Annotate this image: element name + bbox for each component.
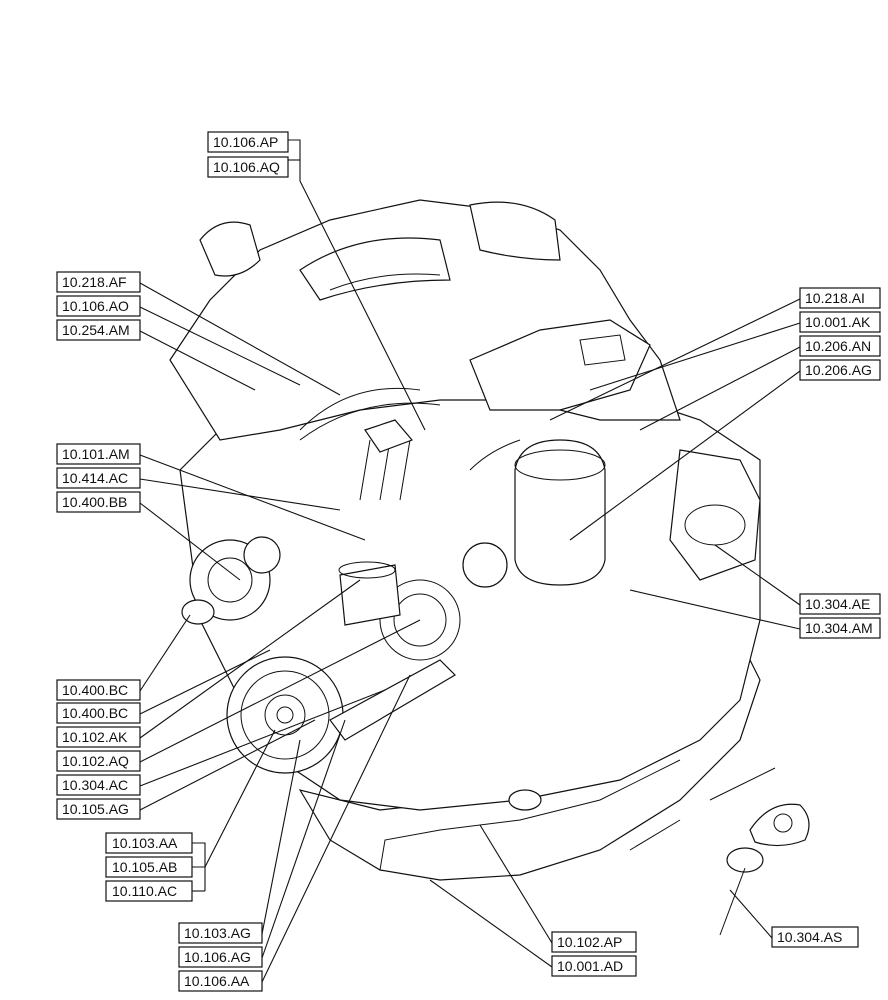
callout-text: 10.106.AQ bbox=[213, 159, 280, 175]
callout-10-206-an[interactable]: 10.206.AN bbox=[799, 335, 881, 357]
callout-10-001-ad[interactable]: 10.001.AD bbox=[551, 955, 637, 977]
callout-10-304-am[interactable]: 10.304.AM bbox=[799, 617, 881, 639]
callout-text: 10.400.BC bbox=[62, 682, 128, 698]
callout-text: 10.218.AF bbox=[62, 274, 127, 290]
callout-10-103-aa[interactable]: 10.103.AA bbox=[105, 832, 193, 854]
callout-text: 10.414.AC bbox=[62, 470, 128, 486]
callout-10-254-am[interactable]: 10.254.AM bbox=[56, 319, 141, 341]
callout-text: 10.103.AA bbox=[112, 835, 178, 851]
callout-10-106-aq[interactable]: 10.106.AQ bbox=[207, 156, 289, 178]
callout-10-400-bc-1[interactable]: 10.400.BC bbox=[56, 679, 141, 701]
callout-labels: 10.106.AP 10.106.AQ 10.218.AF 10.106.AO … bbox=[56, 131, 881, 992]
callout-10-105-ag[interactable]: 10.105.AG bbox=[56, 798, 141, 820]
callout-10-102-ap[interactable]: 10.102.AP bbox=[551, 931, 637, 953]
callout-10-101-am[interactable]: 10.101.AM bbox=[56, 443, 141, 465]
callout-text: 10.105.AG bbox=[62, 801, 129, 817]
callout-text: 10.105.AB bbox=[112, 859, 177, 875]
callout-10-102-ak[interactable]: 10.102.AK bbox=[56, 726, 141, 748]
callout-text: 10.102.AQ bbox=[62, 753, 129, 769]
callout-text: 10.101.AM bbox=[62, 446, 130, 462]
callout-10-103-ag[interactable]: 10.103.AG bbox=[178, 922, 263, 944]
callout-text: 10.304.AM bbox=[805, 620, 873, 636]
callout-10-304-as[interactable]: 10.304.AS bbox=[771, 926, 859, 948]
callout-text: 10.102.AP bbox=[557, 934, 622, 950]
leader-lines bbox=[139, 139, 801, 983]
callout-text: 10.400.BB bbox=[62, 494, 127, 510]
callout-text: 10.106.AP bbox=[213, 134, 278, 150]
callout-10-106-ag[interactable]: 10.106.AG bbox=[178, 946, 263, 968]
callout-text: 10.206.AG bbox=[805, 362, 872, 378]
callout-text: 10.001.AK bbox=[805, 314, 871, 330]
callout-10-110-ac[interactable]: 10.110.AC bbox=[105, 880, 193, 902]
callout-10-206-ag[interactable]: 10.206.AG bbox=[799, 359, 881, 381]
callout-text: 10.304.AS bbox=[777, 929, 842, 945]
callout-10-102-aq[interactable]: 10.102.AQ bbox=[56, 750, 141, 772]
callout-text: 10.218.AI bbox=[805, 290, 865, 306]
engine-illustration bbox=[169, 199, 810, 936]
callout-10-106-aa[interactable]: 10.106.AA bbox=[178, 970, 263, 992]
callout-10-001-ak[interactable]: 10.001.AK bbox=[799, 311, 881, 333]
callout-text: 10.110.AC bbox=[112, 883, 177, 899]
callout-text: 10.103.AG bbox=[184, 925, 251, 941]
callout-10-218-af[interactable]: 10.218.AF bbox=[56, 271, 141, 293]
callout-10-105-ab[interactable]: 10.105.AB bbox=[105, 856, 193, 878]
callout-10-304-ae[interactable]: 10.304.AE bbox=[799, 593, 881, 615]
callout-text: 10.102.AK bbox=[62, 729, 128, 745]
callout-text: 10.254.AM bbox=[62, 322, 130, 338]
callout-10-106-ap[interactable]: 10.106.AP bbox=[207, 131, 289, 153]
callout-text: 10.400.BC bbox=[62, 705, 128, 721]
callout-10-106-ao[interactable]: 10.106.AO bbox=[56, 295, 141, 317]
callout-text: 10.106.AG bbox=[184, 949, 251, 965]
callout-text: 10.304.AC bbox=[62, 777, 128, 793]
callout-10-400-bb[interactable]: 10.400.BB bbox=[56, 491, 141, 513]
callout-text: 10.001.AD bbox=[557, 958, 623, 974]
callout-10-304-ac[interactable]: 10.304.AC bbox=[56, 774, 141, 796]
callout-text: 10.106.AO bbox=[62, 298, 129, 314]
callout-text: 10.106.AA bbox=[184, 973, 250, 989]
callout-10-218-ai[interactable]: 10.218.AI bbox=[799, 287, 881, 309]
callout-10-414-ac[interactable]: 10.414.AC bbox=[56, 467, 141, 489]
callout-10-400-bc-2[interactable]: 10.400.BC bbox=[56, 702, 141, 724]
callout-text: 10.206.AN bbox=[805, 338, 871, 354]
callout-text: 10.304.AE bbox=[805, 596, 870, 612]
